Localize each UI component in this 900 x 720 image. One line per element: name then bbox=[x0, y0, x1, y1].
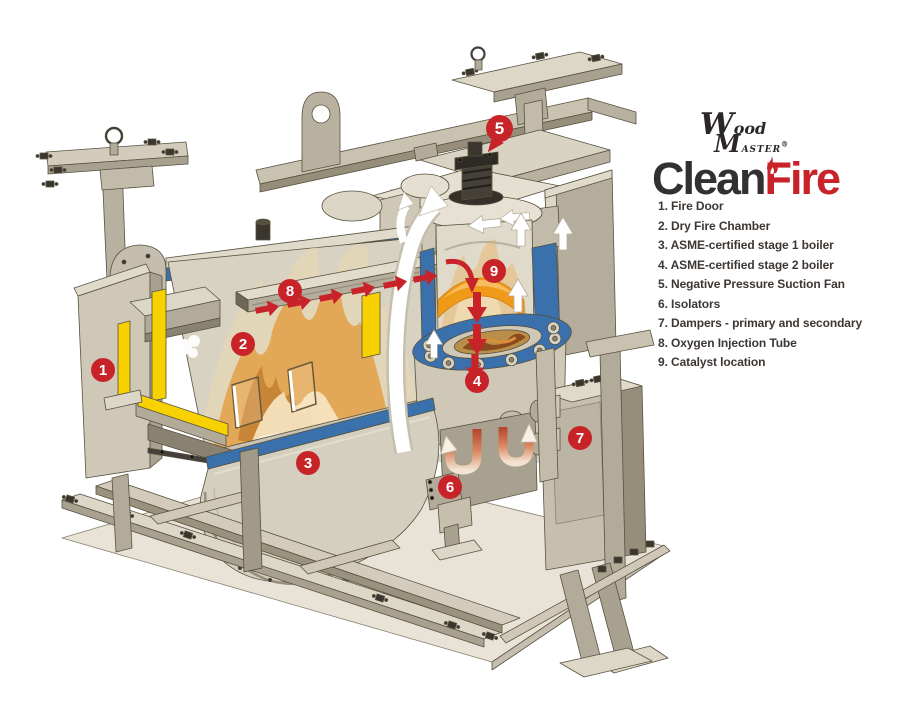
callout-badge-1: 1 bbox=[91, 358, 115, 382]
skid-rails bbox=[60, 479, 671, 678]
callout-badge-5: 5 bbox=[486, 115, 513, 142]
stand-eyelet bbox=[104, 126, 124, 146]
oxygen-flow-red-arrows bbox=[254, 258, 487, 382]
callout-badge-3: 3 bbox=[296, 451, 320, 475]
legend-item-6: 6. Isolators bbox=[658, 296, 721, 311]
brand-block: Wood Master® CleanFire bbox=[652, 107, 862, 201]
foot-plate bbox=[559, 647, 653, 678]
legend-item-2: 2. Dry Fire Chamber bbox=[658, 218, 771, 233]
door-handle bbox=[103, 389, 143, 411]
front-post bbox=[111, 473, 133, 553]
draft-u-arrows bbox=[440, 423, 538, 475]
callout-badge-7: 7 bbox=[568, 426, 592, 450]
callout-badge-6: 6 bbox=[438, 475, 462, 499]
parts-legend: 1. Fire Door 2. Dry Fire Chamber 3. ASME… bbox=[658, 200, 862, 376]
callout-badge-8: 8 bbox=[278, 279, 302, 303]
lifting-eyelet bbox=[470, 46, 486, 62]
smoke-puff bbox=[171, 335, 200, 358]
brand-script-top: Wood bbox=[700, 107, 767, 142]
front-post bbox=[239, 447, 263, 573]
woodmaster-script-logo: Wood Master® bbox=[652, 107, 862, 158]
legend-item-1: 1. Fire Door bbox=[658, 199, 724, 213]
insulation-strip bbox=[361, 291, 381, 359]
cleanfire-wordmark: CleanFire bbox=[652, 156, 862, 201]
lifting-lug bbox=[301, 91, 341, 173]
legend-item-5: 5. Negative Pressure Suction Fan bbox=[658, 277, 845, 291]
wordmark-fire: Fire bbox=[764, 153, 842, 204]
callout-badge-9: 9 bbox=[482, 259, 506, 283]
wood-log bbox=[287, 361, 317, 413]
fire-door-assembly bbox=[73, 244, 239, 479]
legend-item-9: 9. Catalyst location bbox=[658, 355, 766, 369]
insulation-strip bbox=[151, 288, 167, 402]
front-post bbox=[535, 347, 559, 483]
wood-log bbox=[231, 376, 263, 429]
legend-item-7: 7. Dampers - primary and secondary bbox=[658, 316, 863, 330]
registered-mark: ® bbox=[781, 139, 790, 149]
water-jacket-blue-band bbox=[205, 397, 436, 470]
suction-fan bbox=[448, 141, 504, 206]
flame-icon bbox=[766, 156, 778, 174]
wordmark-clean: Clean bbox=[652, 153, 767, 204]
legend-item-8: 8. Oxygen Injection Tube bbox=[658, 335, 797, 350]
callout-badge-2: 2 bbox=[231, 332, 255, 356]
callout-badge-4: 4 bbox=[465, 369, 489, 393]
legend-item-3: 3. ASME-certified stage 1 boiler bbox=[658, 238, 834, 252]
legend-item-4: 4. ASME-certified stage 2 boiler bbox=[658, 257, 834, 272]
brand-script-bottom: Master® bbox=[714, 129, 790, 158]
